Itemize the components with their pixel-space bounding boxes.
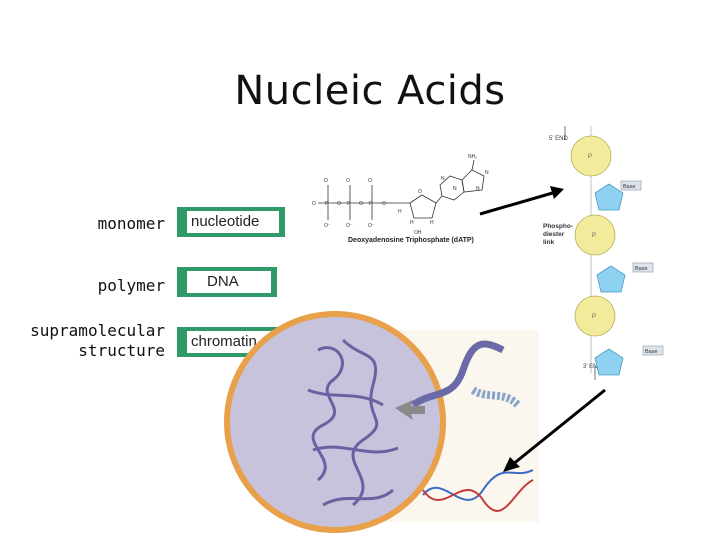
label-polymer: polymer: [97, 276, 165, 295]
dna-strand-diagram: 5' END 3' END Phospho- diester link PPP …: [543, 126, 664, 380]
svg-text:O: O: [324, 178, 328, 184]
h-label: H: [398, 209, 402, 215]
nh2-label: NH₂: [468, 154, 477, 160]
oh-label: OH: [414, 230, 422, 236]
base-label-3: Base: [645, 349, 658, 355]
svg-text:O: O: [346, 178, 350, 184]
svg-text:H: H: [410, 220, 414, 226]
box-dna-text: DNA: [187, 271, 271, 293]
svg-text:O: O: [368, 178, 372, 184]
phosphodiester-label: Phospho- diester link: [543, 223, 573, 246]
label-supramolecular: supramolecular structure: [30, 321, 165, 360]
svg-text:N: N: [485, 170, 489, 176]
arrow-to-helix: [503, 388, 606, 472]
box-dna: DNA: [177, 267, 277, 297]
box-nucleotide: nucleotide: [177, 207, 285, 237]
svg-text:O: O: [418, 189, 422, 195]
svg-text:O: O: [312, 201, 316, 207]
svg-text:P: P: [369, 201, 373, 207]
chromatin-illustration: [224, 311, 539, 533]
svg-text:Phospho-: Phospho-: [543, 223, 573, 230]
datp-caption: Deoxyadenosine Triphosphate (dATP): [348, 237, 474, 244]
svg-text:P: P: [592, 233, 596, 239]
svg-text:P: P: [592, 314, 596, 320]
svg-text:P: P: [588, 154, 592, 160]
svg-text:O: O: [382, 201, 386, 207]
box-nucleotide-text: nucleotide: [187, 211, 279, 233]
slide-title: Nucleic Acids: [234, 68, 506, 114]
base-label-1: Base: [623, 184, 636, 190]
datp-structure-diagram: O O⁻ O O⁻ O O⁻ P P P O O O O O H H NH₂ OH H N N N N: [312, 154, 489, 236]
svg-text:N: N: [476, 186, 480, 192]
arrow-to-strand: [479, 186, 564, 216]
svg-text:O: O: [337, 201, 341, 207]
svg-text:diester: diester: [543, 231, 565, 238]
svg-text:link: link: [543, 239, 555, 246]
label-monomer: monomer: [97, 214, 165, 233]
svg-text:P: P: [325, 201, 329, 207]
svg-text:N: N: [453, 186, 457, 192]
five-end-label: 5' END: [549, 136, 568, 142]
svg-text:O: O: [359, 201, 363, 207]
svg-text:O⁻: O⁻: [324, 223, 331, 229]
base-label-2: Base: [635, 266, 648, 272]
svg-text:O⁻: O⁻: [346, 223, 353, 229]
three-end-label: 3' END: [583, 364, 602, 370]
svg-text:P: P: [347, 201, 351, 207]
svg-text:H: H: [430, 220, 434, 226]
svg-text:O⁻: O⁻: [368, 223, 375, 229]
svg-text:N: N: [441, 176, 445, 182]
